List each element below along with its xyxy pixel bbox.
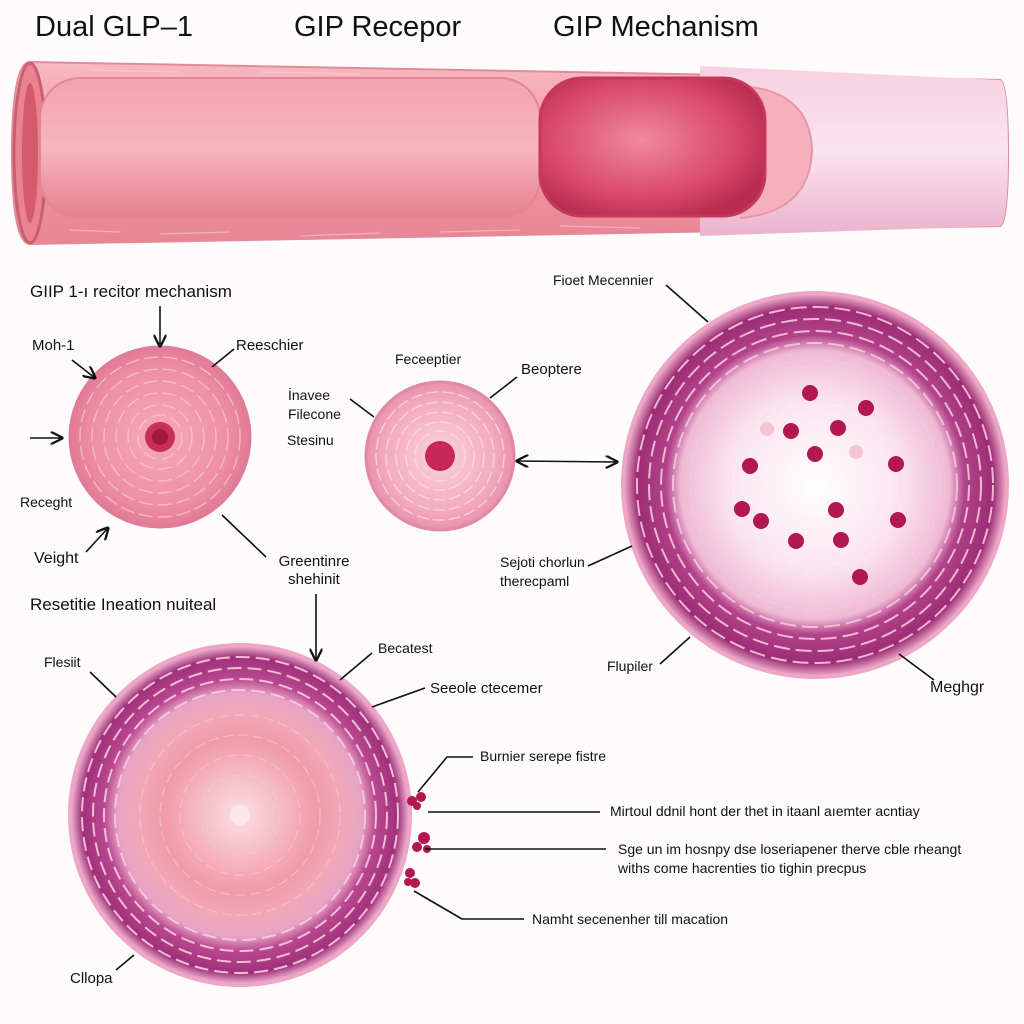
heading-resetitie: Resetitie Ineation nuiteal: [30, 595, 217, 614]
particle-5: [807, 446, 823, 462]
label-flupiler: Flupiler: [607, 658, 653, 674]
receptor-small-a: [68, 345, 252, 529]
label-veight: Veight: [34, 550, 79, 567]
label-inavee-filecone: İnavee Filecone: [288, 387, 341, 422]
label-flesiit: Flesiit: [44, 654, 81, 670]
particle-cluster: [734, 385, 906, 585]
label-meghgr: Meghgr: [930, 679, 985, 696]
label-seeole-ctecemer: Seeole ctecemer: [430, 680, 543, 697]
blood-vessel: [10, 60, 1010, 246]
title-gip-receptor: GIP Recepor: [294, 11, 462, 43]
particle-11: [828, 502, 844, 518]
receptor-large-right: [621, 291, 1009, 679]
label-greentinre: Greentinre shehinit: [278, 553, 350, 588]
label-beoptere: Beoptere: [521, 361, 582, 378]
label-namht: Namht secenenher till macation: [532, 911, 729, 927]
label-mirtoul: Mirtoul ddnil hont der thet in itaanl aı…: [610, 803, 920, 819]
particle-1: [802, 385, 818, 401]
leader-lines: [30, 284, 935, 971]
particle-7: [742, 458, 758, 474]
particle-12: [890, 512, 906, 528]
particle-6: [849, 445, 863, 459]
particle-15: [852, 569, 868, 585]
particle-8: [888, 456, 904, 472]
receptor-small-b: [364, 380, 516, 532]
heading-receptor-mechanism: GIIP 1-ı recitor mechanism: [30, 282, 232, 301]
particle-9: [734, 501, 750, 517]
label-fioet-mecennier: Fioet Mecennier: [553, 272, 654, 288]
particle-13: [788, 533, 804, 549]
label-burnier: Burnier serepe fistre: [480, 748, 607, 764]
label-moh1: Moh-1: [32, 337, 75, 354]
label-feceeptier: Feceeptier: [395, 351, 462, 367]
label-receght: Receght: [20, 494, 73, 510]
title-dual-glp1: Dual GLP–1: [35, 11, 193, 43]
particle-14: [833, 532, 849, 548]
label-stesinu: Stesinu: [287, 432, 334, 448]
label-sge-un: Sge un im hosnpy dse loseriapener therve…: [618, 841, 962, 876]
particle-4: [830, 420, 846, 436]
label-sejoti-chorlun: Sejoti chorlun therecpaml: [500, 554, 585, 589]
vesicle-cluster: [404, 792, 431, 888]
particle-2: [858, 400, 874, 416]
label-becatest: Becatest: [378, 640, 433, 656]
label-reeschier: Reeschier: [236, 337, 304, 354]
particle-3: [783, 423, 799, 439]
label-cllopa: Cllopa: [70, 970, 113, 987]
title-gip-mechanism: GIP Mechanism: [553, 11, 759, 43]
receptor-large-left: [68, 643, 431, 987]
particle-16: [760, 422, 774, 436]
particle-10: [753, 513, 769, 529]
